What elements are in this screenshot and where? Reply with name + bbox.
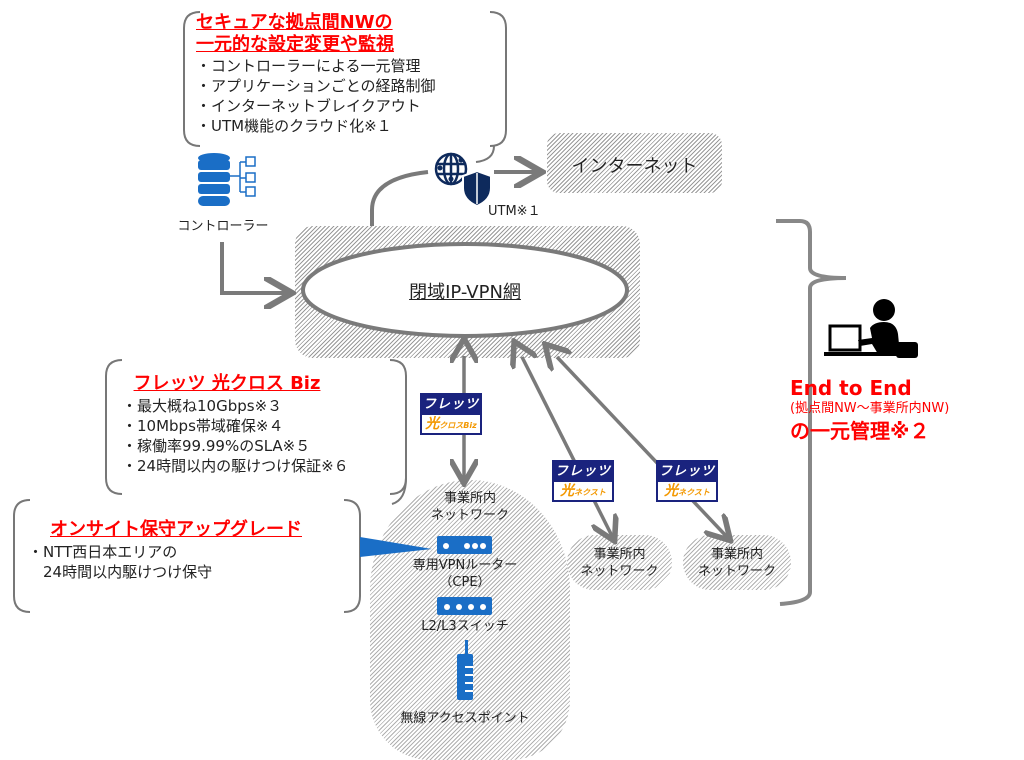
person-laptop-icon (822, 298, 918, 362)
badge-sub: ネクスト (574, 488, 606, 497)
internet-label: インターネット (571, 156, 698, 177)
badge-sub: クロスBiz (439, 421, 477, 430)
badge-top-text: フレッツ (658, 462, 716, 482)
top-box: セキュアな拠点間NWの 一元的な設定変更や監視 ・コントローラーによる一元管理 … (196, 12, 496, 136)
site-2-label: 事業所内 ネットワーク (567, 546, 672, 580)
switch-label: L2/L3スイッチ (421, 619, 509, 634)
badge-sub: ネクスト (678, 488, 710, 497)
flets-box-item: ・稼働率99.99%のSLA※５ (122, 437, 311, 455)
end-to-end-bracket (776, 219, 847, 606)
flets-box-item: ・最大概ね10Gbps※３ (122, 397, 283, 415)
utm-label: UTM※１ (488, 204, 541, 219)
globe-shield-icon (432, 150, 492, 208)
internet-cloud (547, 133, 722, 193)
site-3-label: 事業所内 ネットワーク (683, 546, 791, 580)
flets-box-item: ・24時間以内の駆けつけ保証※６ (122, 457, 349, 475)
site-3-link (557, 357, 728, 538)
flets-box: フレッツ 光クロス Biz ・最大概ね10Gbps※３ ・10Mbps帯域確保※… (122, 372, 392, 476)
top-box-item: ・アプリケーションごとの経路制御 (196, 77, 436, 95)
site-2-line2: ネットワーク (580, 564, 659, 579)
database-icon (196, 152, 266, 212)
site-2-line1: 事業所内 (593, 547, 646, 562)
router-label: 専用VPNルーター （CPE） (390, 557, 540, 591)
onsite-box: オンサイト保守アップグレード ・NTT西日本エリアの 24時間以内駆けつけ保守 (28, 518, 358, 582)
onsite-box-bracket-left (13, 499, 31, 613)
main-site-title-line1: 事業所内 (443, 491, 496, 506)
top-box-item: ・コントローラーによる一元管理 (196, 57, 421, 75)
end-to-end-line1: End to End (790, 376, 912, 400)
top-box-item: ・UTM機能のクラウド化※１ (196, 117, 392, 135)
top-box-title-2: 一元的な設定変更や監視 (196, 34, 394, 55)
main-site-area (370, 480, 570, 760)
end-to-end-text: End to End (拠点間NW～事業所内NW) の一元管理※２ (790, 376, 1020, 444)
flets-next-badge-2: フレッツ 光ネクスト (656, 460, 718, 502)
top-box-bracket-left (183, 11, 201, 147)
onsite-box-item: ・NTT西日本エリアの (28, 543, 178, 561)
controller-label: コントローラー (177, 219, 269, 234)
top-box-title-1: セキュアな拠点間NWの (196, 12, 393, 33)
site-3-line2: ネットワーク (697, 564, 776, 579)
badge-hikari: 光 (664, 483, 679, 499)
badge-top-text: フレッツ (422, 395, 480, 415)
badge-hikari: 光 (425, 416, 440, 432)
vpn-utm-curve (370, 170, 429, 226)
flets-box-bracket-left (105, 359, 123, 495)
main-site-title: 事業所内 ネットワーク (400, 490, 540, 524)
vpn-label: 閉域IP-VPN網 (409, 282, 521, 303)
switch-icon (437, 597, 492, 615)
access-point-icon (455, 640, 475, 702)
badge-hikari: 光 (560, 483, 575, 499)
end-to-end-line2: (拠点間NW～事業所内NW) (790, 401, 950, 416)
main-site-title-line2: ネットワーク (430, 508, 509, 523)
flets-cross-biz-badge: フレッツ 光クロスBiz (420, 393, 482, 435)
top-box-item: ・インターネットブレイクアウト (196, 97, 421, 115)
flets-box-item: ・10Mbps帯域確保※４ (122, 417, 284, 435)
router-label-line1: 専用VPNルーター (412, 558, 518, 573)
flets-next-badge-1: フレッツ 光ネクスト (552, 460, 614, 502)
callout-pointer (360, 537, 432, 557)
flets-box-title: フレッツ 光クロス Biz (133, 373, 321, 394)
flets-box-bracket-right (389, 359, 407, 495)
badge-top-text: フレッツ (554, 462, 612, 482)
end-to-end-line3: の一元管理※２ (790, 419, 930, 443)
router-icon (437, 536, 492, 554)
controller-arrow (220, 242, 288, 293)
onsite-box-item: 24時間以内駆けつけ保守 (28, 563, 213, 581)
router-label-line2: （CPE） (439, 575, 491, 590)
site-3-line1: 事業所内 (710, 547, 763, 562)
onsite-box-title: オンサイト保守アップグレード (50, 519, 302, 540)
top-box-bracket-right (489, 11, 507, 147)
access-point-label: 無線アクセスポイント (400, 711, 530, 726)
